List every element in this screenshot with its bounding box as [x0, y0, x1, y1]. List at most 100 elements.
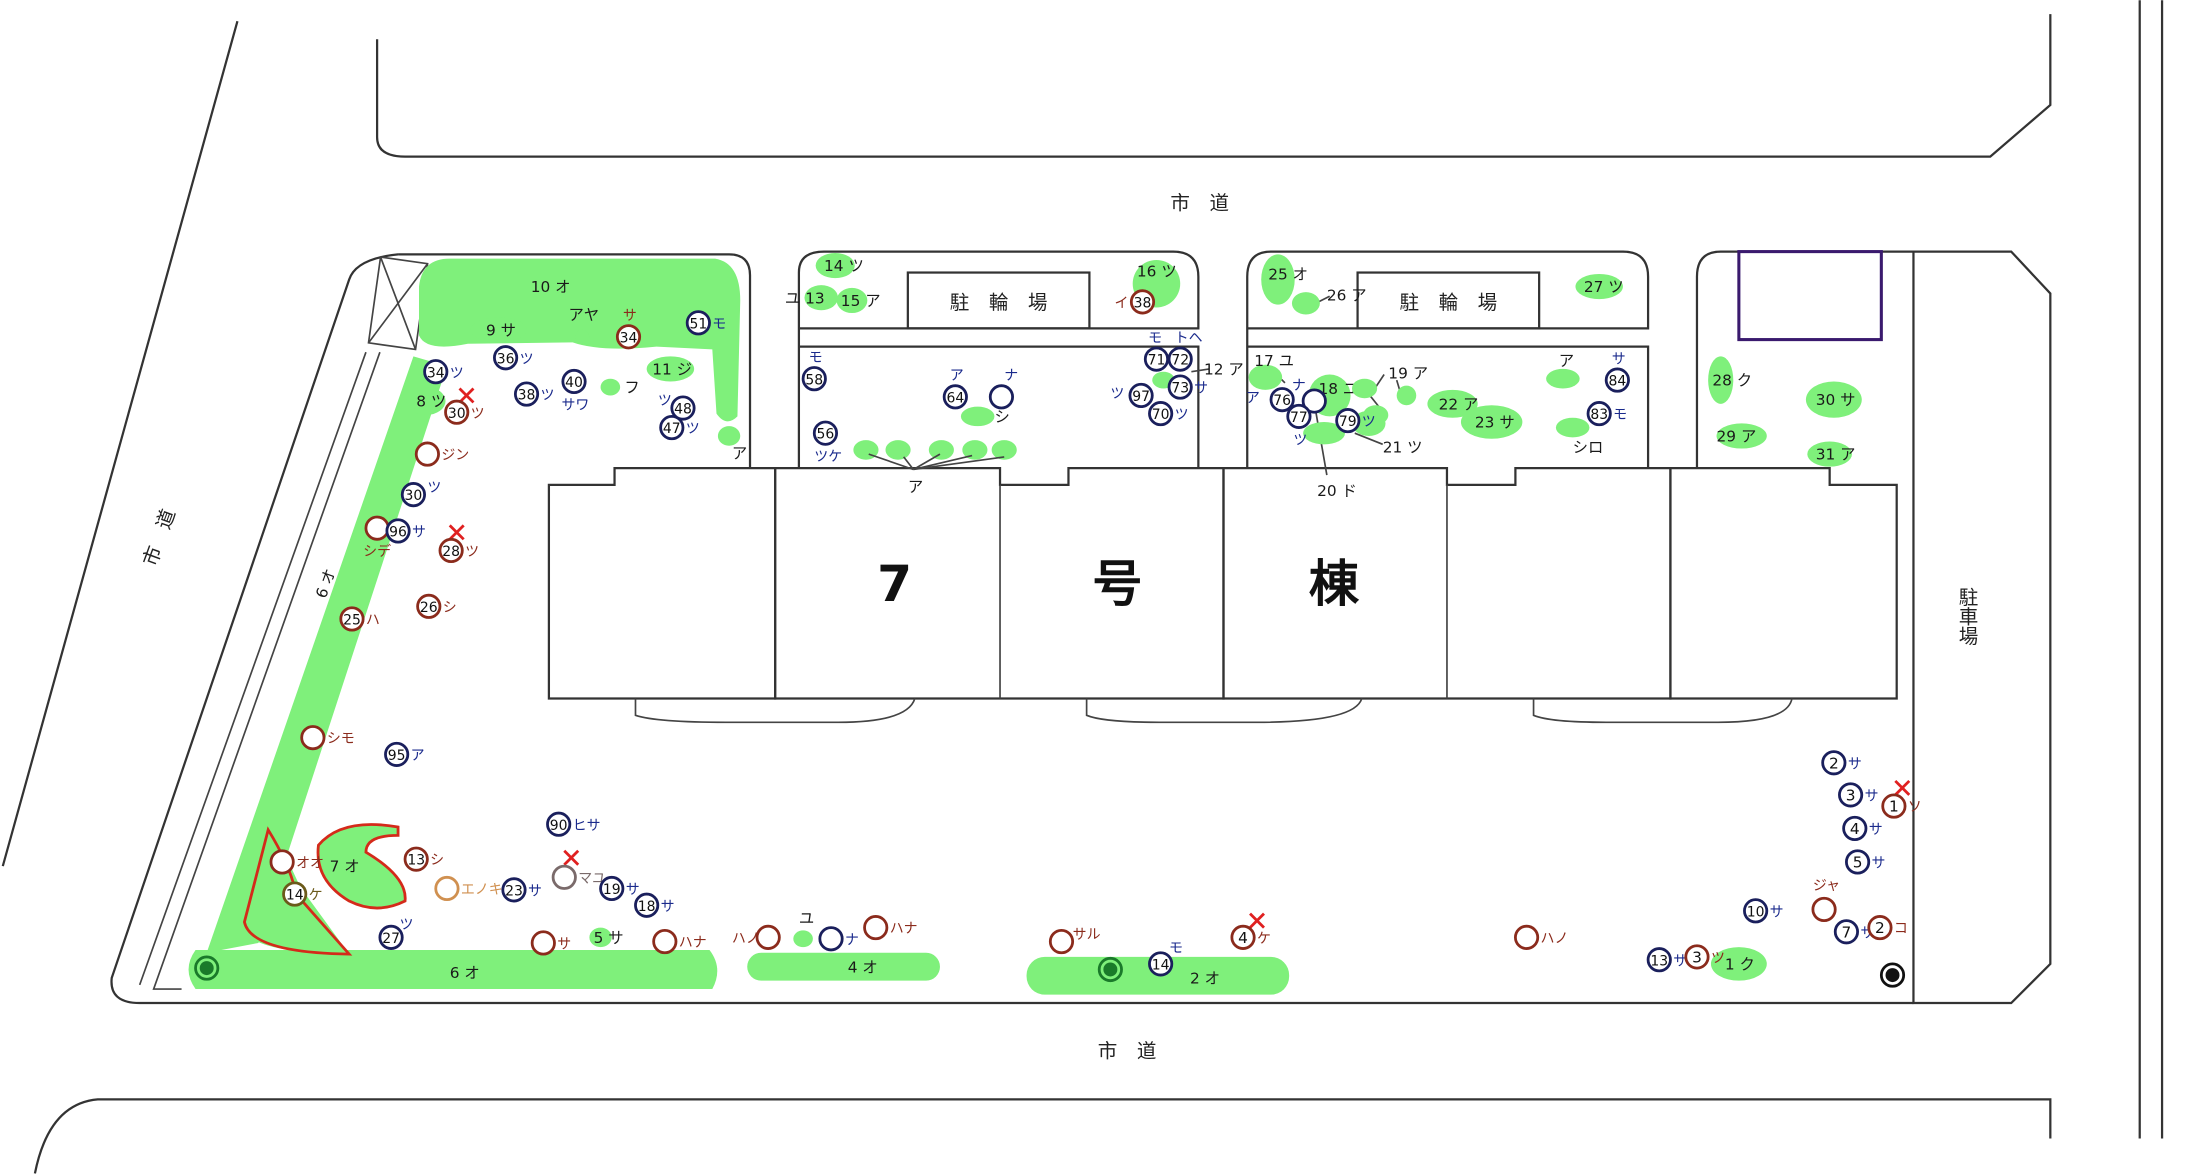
- tree-marker[interactable]: 27ツ: [378, 917, 414, 950]
- tree-marker[interactable]: 76ア: [1246, 387, 1295, 413]
- tree-number: 26: [420, 600, 438, 616]
- tree-species-label: モ: [1148, 330, 1162, 346]
- tree-species-label: ナ: [1004, 368, 1018, 384]
- tree-marker[interactable]: 77ツ: [1286, 403, 1312, 448]
- tree-number: 40: [565, 375, 583, 391]
- planting-patch: [1575, 273, 1623, 300]
- tree-marker[interactable]: オオ: [269, 849, 324, 875]
- tree-marker[interactable]: 97ツ: [1110, 382, 1154, 409]
- tree-marker[interactable]: マユ: [551, 864, 606, 890]
- tree-marker[interactable]: ナ: [818, 926, 859, 952]
- planting-patch-label: 9 サ: [486, 321, 516, 339]
- tree-marker[interactable]: サル: [1048, 927, 1101, 955]
- tree-circle-icon: [444, 399, 470, 425]
- tree-marker[interactable]: 58モ: [801, 350, 827, 392]
- planting-patch: [1351, 378, 1378, 399]
- tree-circle-icon: [1514, 924, 1540, 950]
- tree-marker[interactable]: 30ツ: [400, 480, 441, 508]
- tree-number: 28: [442, 544, 460, 560]
- tree-number: 2: [1829, 754, 1839, 772]
- tree-species-label: サ: [661, 899, 675, 915]
- tree-marker[interactable]: 34サ: [615, 308, 642, 350]
- tree-marker[interactable]: エノキ: [434, 875, 503, 902]
- tree-marker[interactable]: ハナ: [652, 928, 707, 955]
- tree-marker[interactable]: 28 ツ: [438, 537, 479, 564]
- tree-marker[interactable]: ナ: [1292, 378, 1327, 414]
- tree-number: 96: [389, 525, 407, 541]
- tree-species-label: ケ: [1257, 931, 1271, 947]
- tree-marker[interactable]: 48ツ: [658, 393, 696, 421]
- tree-circle-icon: [493, 345, 519, 371]
- planting-patch: [815, 252, 855, 279]
- tree-marker[interactable]: 38イ: [1115, 289, 1156, 315]
- tree-marker[interactable]: ジン: [414, 441, 469, 467]
- tree-number: 2: [1875, 919, 1885, 937]
- tree-species-label: コ: [1894, 921, 1908, 937]
- tree-species-label: ツ: [465, 544, 479, 560]
- tree-marker[interactable]: ハノ: [732, 924, 781, 950]
- bicycle-parking-label-1: 駐 輪 場: [950, 291, 1048, 314]
- tree-species-label: ハナ: [679, 935, 707, 951]
- tree-species-label: ヒサ: [573, 818, 601, 834]
- tree-marker[interactable]: ハノ: [1514, 924, 1568, 950]
- tree-marker[interactable]: ジャ: [1811, 878, 1840, 923]
- tree-marker[interactable]: シモ: [300, 725, 355, 751]
- tree-marker[interactable]: サ: [530, 930, 571, 956]
- tree-circle-icon: [1301, 388, 1327, 414]
- tree-number: 38: [1134, 295, 1152, 311]
- tree-circle-icon: [403, 846, 429, 872]
- tree-circle-icon: [818, 926, 844, 952]
- tree-marker[interactable]: ハナ: [863, 915, 918, 941]
- planting-label-north: 10 オ: [531, 278, 571, 296]
- tree-marker[interactable]: 71モ: [1143, 330, 1170, 372]
- tree-circle-icon: [1335, 408, 1361, 434]
- tree-species-label: ツ: [1110, 386, 1124, 402]
- tree-circle-icon: [615, 324, 642, 350]
- tree-marker[interactable]: 64ア: [942, 368, 968, 410]
- tree-circle-icon: [1148, 401, 1174, 427]
- tree-circle-icon: [501, 877, 527, 903]
- tree-circle-icon: [1743, 898, 1769, 924]
- tree-circle-icon: [1604, 367, 1630, 393]
- tree-marker[interactable]: ナ: [988, 368, 1018, 410]
- tree-marker[interactable]: 14モ: [1148, 941, 1183, 977]
- tree-species-label: サ: [1770, 904, 1784, 920]
- tree-marker[interactable]: 84サ: [1604, 351, 1630, 393]
- tree-number: 13: [407, 853, 425, 869]
- tree-circle-icon: [1128, 382, 1154, 409]
